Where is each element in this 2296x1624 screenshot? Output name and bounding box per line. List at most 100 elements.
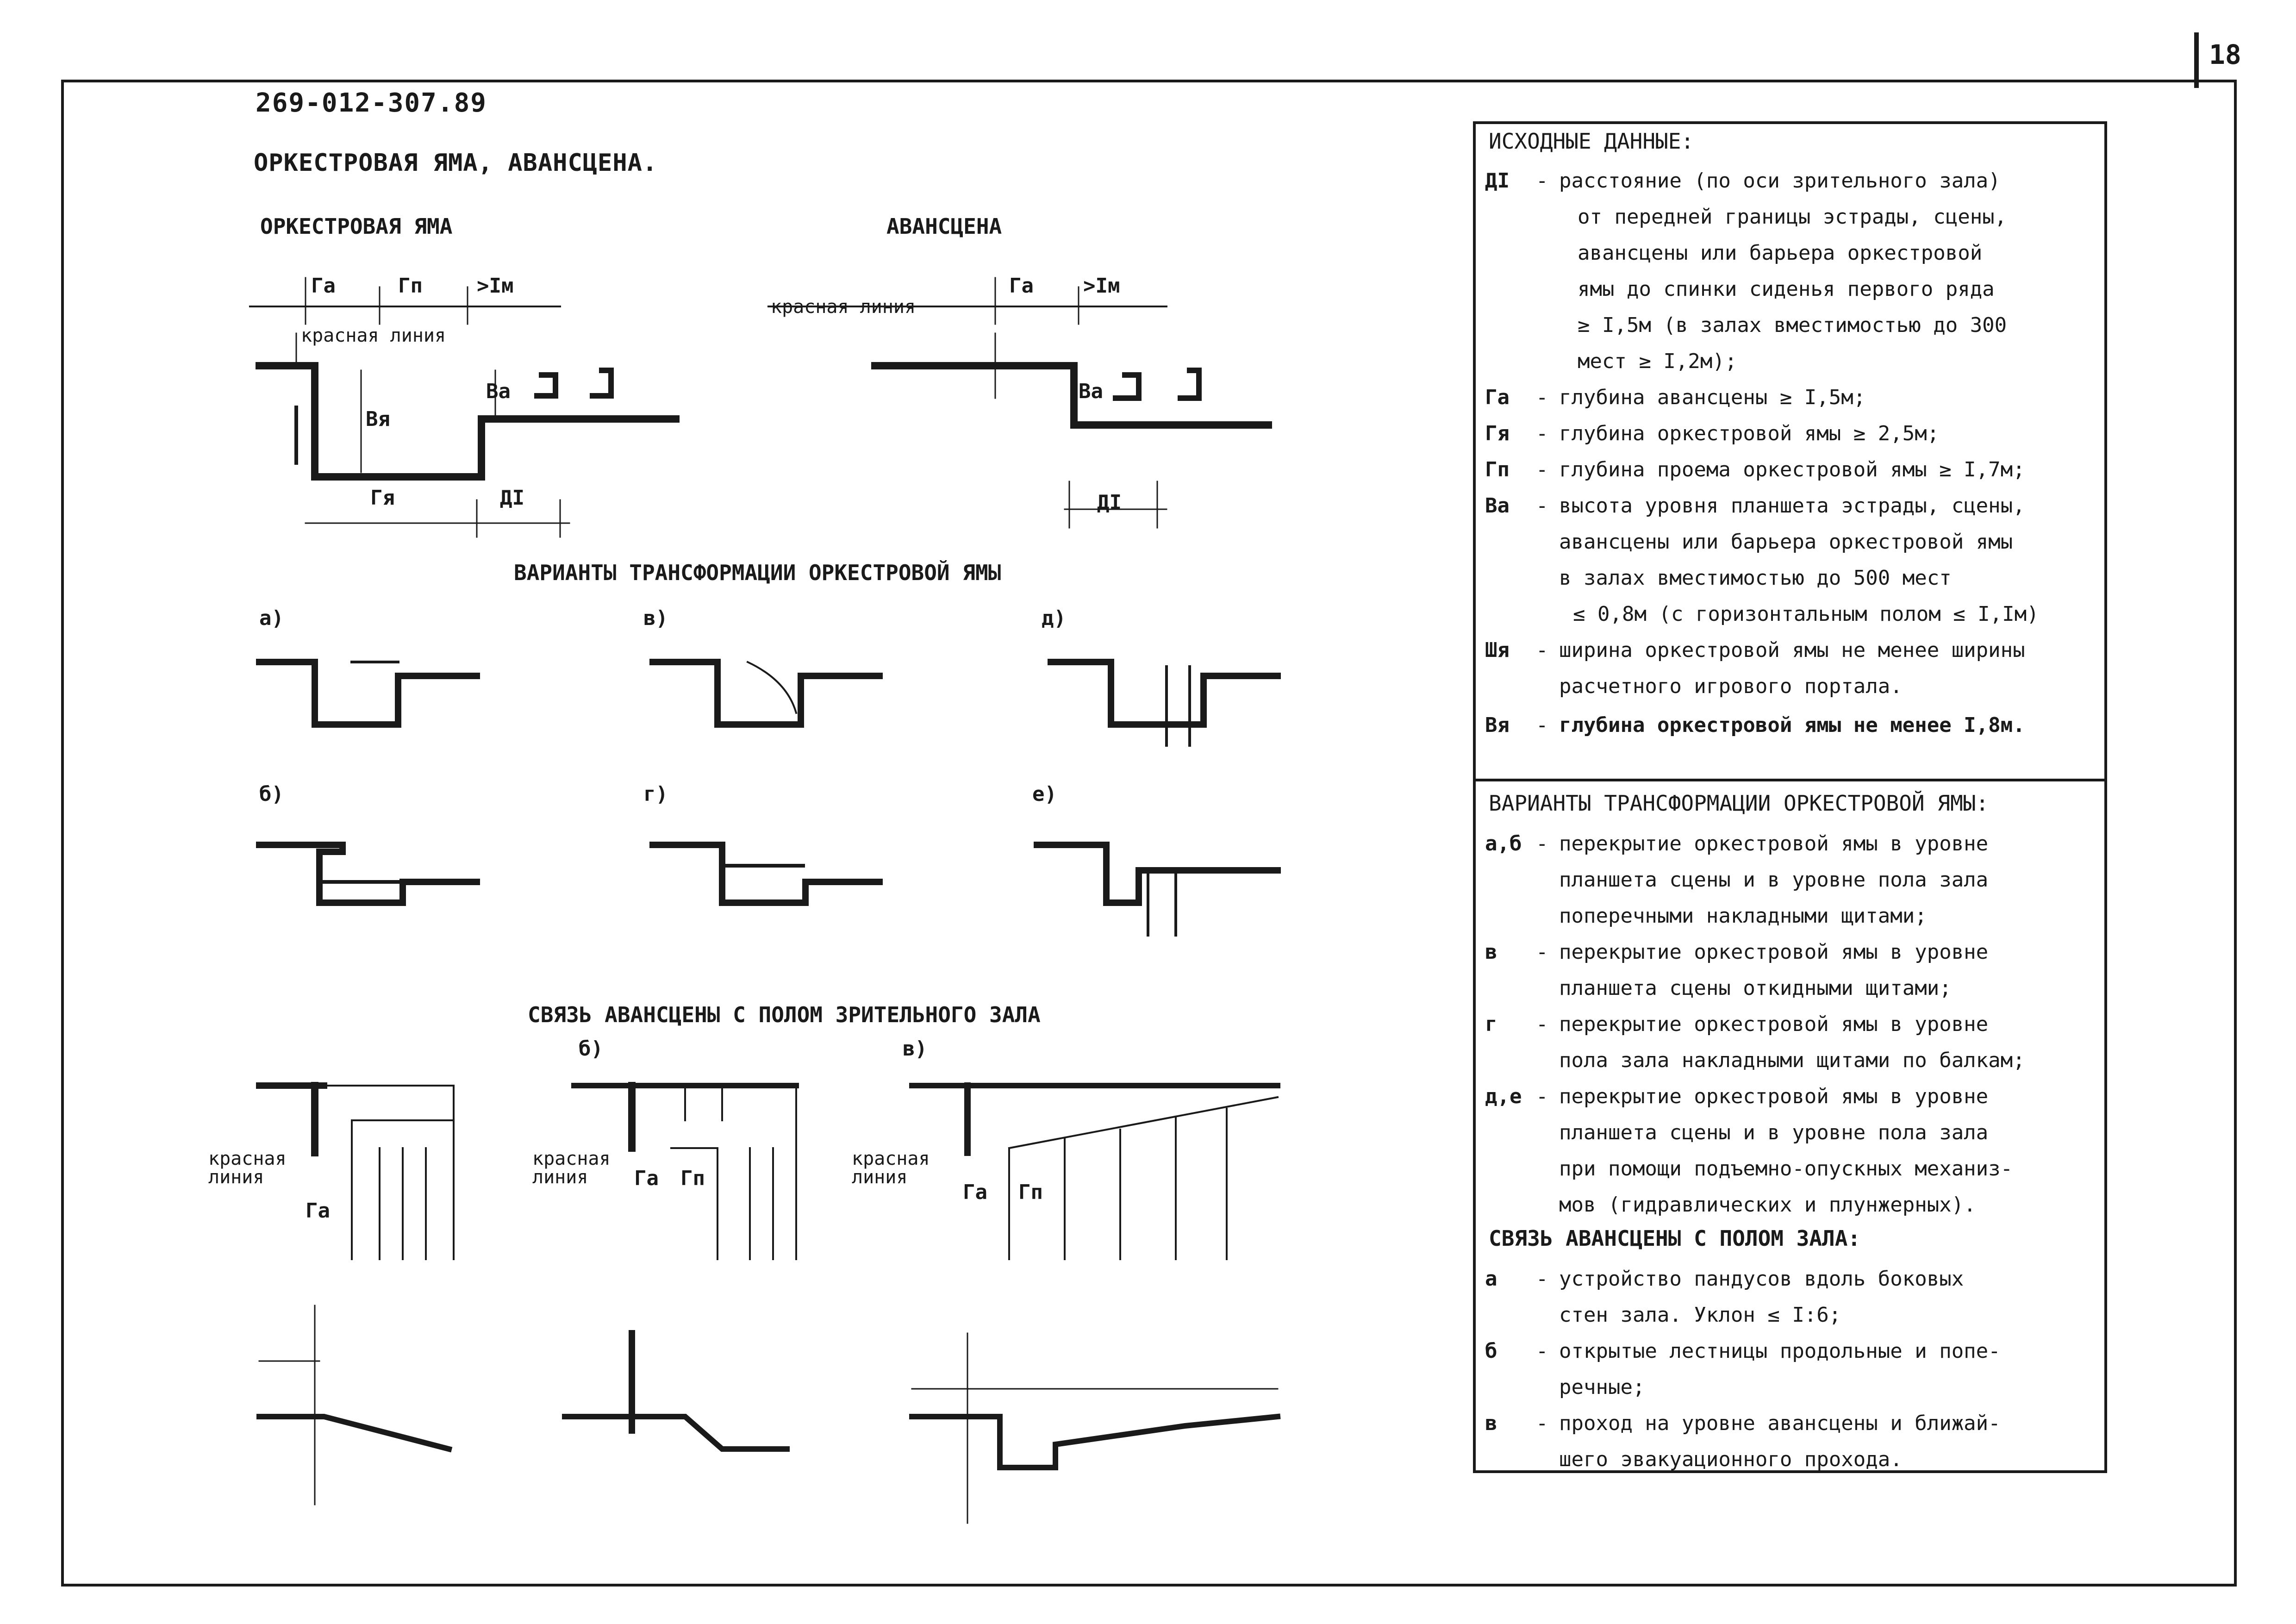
link-letter-b: б): [579, 1037, 603, 1061]
link-section-a: [256, 1305, 453, 1505]
note-term: ДI: [1485, 169, 1510, 193]
note-line: стен зала. Уклон ≤ I:6;: [1559, 1303, 1841, 1327]
link-a-ga-label: Га: [306, 1199, 330, 1223]
link-section-v: [909, 1332, 1281, 1524]
note-term: б: [1485, 1339, 1497, 1363]
forestage-section-title: АВАНСЦЕНА: [886, 214, 1002, 239]
variant-a: [256, 659, 480, 728]
note-line: высота уровня планшета эстрады, сцены,: [1559, 494, 2025, 518]
drawing-frame: [61, 80, 2237, 1587]
note-line: ≤ 0,8м (с горизонтальным полом ≤ I,Iм): [1573, 602, 2039, 626]
link-heading: СВЯЗЬ АВАНСЦЕНЫ С ПОЛОМ ЗАЛА:: [1489, 1226, 1861, 1251]
note-line: авансцены или барьера оркестровой ямы: [1559, 530, 2013, 554]
dim-ba-label: Ва: [486, 380, 511, 403]
red-line-label-link-v-2: линия: [852, 1167, 908, 1188]
red-line-label-link-v-1: красная: [852, 1148, 930, 1169]
dim-1m-forestage-label: >Iм: [1083, 274, 1120, 298]
note-line: открытые лестницы продольные и попе-: [1559, 1339, 2001, 1363]
red-line-label-link-b-2: линия: [532, 1167, 588, 1188]
note-term: Гя: [1485, 422, 1510, 445]
dim-ga-label: Га: [311, 274, 336, 298]
page-number: 18: [2209, 39, 2241, 70]
dim-d1-forestage-label: ДI: [1097, 491, 1122, 514]
note-line: перекрытие оркестровой ямы в уровне: [1559, 940, 1989, 964]
note-term: Шя: [1485, 638, 1510, 662]
note-line: глубина авансцены ≥ I,5м;: [1559, 386, 1866, 409]
note-term: Ва: [1485, 494, 1510, 518]
note-term: а: [1485, 1267, 1497, 1291]
note-line: ширина оркестровой ямы не менее ширины: [1559, 638, 2025, 662]
red-line-label-link-b-1: красная: [532, 1148, 611, 1169]
note-line: ямы до спинки сиденья первого ряда: [1578, 277, 1995, 301]
link-plan-b: [571, 1082, 799, 1260]
link-plan-a: [256, 1082, 455, 1260]
link-b-ga-label: Га: [634, 1167, 659, 1190]
note-line: в залах вместимостью до 500 мест: [1559, 566, 1952, 590]
note-line: речные;: [1559, 1375, 1645, 1399]
note-line: планшета сцены и в уровне пола зала: [1559, 1121, 1989, 1144]
note-line: поперечными накладными щитами;: [1559, 904, 1927, 928]
variant-e: [1034, 842, 1281, 937]
note-line: при помощи подъемно-опускных механиз-: [1559, 1157, 2013, 1181]
note-term: Вя: [1485, 713, 1510, 737]
red-line-label-link-a-1: красная: [208, 1148, 287, 1169]
note-line: от передней границы эстрады, сцены,: [1578, 205, 2007, 229]
dim-bya-label: Вя: [366, 407, 390, 431]
red-line-label: красная линия: [301, 325, 446, 346]
dim-ba-forestage-label: Ва: [1079, 380, 1103, 403]
variant-letter-e: е): [1032, 782, 1057, 806]
note-line: перекрытие оркестровой ямы в уровне: [1559, 832, 1989, 856]
pit-section-title: ОРКЕСТРОВАЯ ЯМА: [260, 214, 453, 239]
note-line: расстояние (по оси зрительного зала): [1559, 169, 2001, 193]
sheet-title: ОРКЕСТРОВАЯ ЯМА, АВАНСЦЕНА.: [254, 149, 658, 177]
dim-gya-label: Гя: [370, 486, 395, 510]
forestage-section: [767, 277, 1272, 529]
note-line: расчетного игрового портала.: [1559, 675, 1903, 698]
variant-letter-v: в): [643, 606, 668, 630]
forestage-link-title: СВЯЗЬ АВАНСЦЕНЫ С ПОЛОМ ЗРИТЕЛЬНОГО ЗАЛА: [528, 1002, 1041, 1027]
note-line: мест ≥ I,2м);: [1578, 350, 1737, 373]
document-code: 269-012-307.89: [256, 88, 487, 118]
variant-v: [649, 659, 883, 728]
note-line: планшета сцены откидными щитами;: [1559, 976, 1952, 1000]
note-term: Га: [1485, 386, 1510, 409]
note-line: глубина оркестровой ямы не менее I,8м.: [1559, 713, 2025, 737]
note-term: д,е: [1485, 1085, 1522, 1108]
link-plan-v: [909, 1082, 1280, 1260]
variants-box: ВАРИАНТЫ ТРАНСФОРМАЦИИ ОРКЕСТРОВОЙ ЯМЫ: …: [1473, 779, 2107, 1473]
note-term: в: [1485, 940, 1497, 964]
initial-data-heading: ИСХОДНЫЕ ДАННЫЕ:: [1489, 129, 1694, 154]
note-line: шего эвакуационного прохода.: [1559, 1448, 1903, 1471]
initial-data-box: ИСХОДНЫЕ ДАННЫЕ: ДI - расстояние (по оси…: [1473, 121, 2107, 779]
orchestra-pit-section: [249, 277, 680, 538]
dim-ga-forestage-label: Га: [1009, 274, 1034, 298]
variants-heading: ВАРИАНТЫ ТРАНСФОРМАЦИИ ОРКЕСТРОВОЙ ЯМЫ:: [1489, 791, 1989, 816]
note-line: проход на уровне авансцены и ближай-: [1559, 1412, 2001, 1435]
variant-b: [256, 842, 480, 906]
variant-letter-b: б): [259, 782, 284, 806]
note-line: мов (гидравлических и плунжерных).: [1559, 1193, 1976, 1217]
note-line: перекрытие оркестровой ямы в уровне: [1559, 1085, 1989, 1108]
red-line-label-forestage: красная линия: [771, 296, 916, 318]
red-line-label-link-a-2: линия: [208, 1167, 264, 1188]
variant-d: [1048, 659, 1281, 747]
transform-variants-title: ВАРИАНТЫ ТРАНСФОРМАЦИИ ОРКЕСТРОВОЙ ЯМЫ: [514, 560, 1001, 585]
note-line: ≥ I,5м (в залах вместимостью до 300: [1578, 313, 2007, 337]
link-v-gp-label: Гп: [1018, 1181, 1043, 1204]
link-b-gp-label: Гп: [680, 1167, 705, 1190]
dim-gp-label: Гп: [398, 274, 423, 298]
note-term: г: [1485, 1012, 1497, 1036]
dim-d1-label: ДI: [500, 486, 524, 510]
note-term: а,б: [1485, 832, 1522, 856]
note-term: Гп: [1485, 458, 1510, 481]
link-letter-v: в): [903, 1037, 927, 1061]
note-line: перекрытие оркестровой ямы в уровне: [1559, 1012, 1989, 1036]
variant-g: [649, 842, 883, 906]
variant-letter-a: а): [259, 606, 284, 630]
note-term: в: [1485, 1412, 1497, 1435]
note-line: планшета сцены и в уровне пола зала: [1559, 868, 1989, 892]
link-section-b: [562, 1330, 790, 1452]
note-line: глубина оркестровой ямы ≥ 2,5м;: [1559, 422, 1940, 445]
title-block-divider: [2194, 32, 2199, 88]
